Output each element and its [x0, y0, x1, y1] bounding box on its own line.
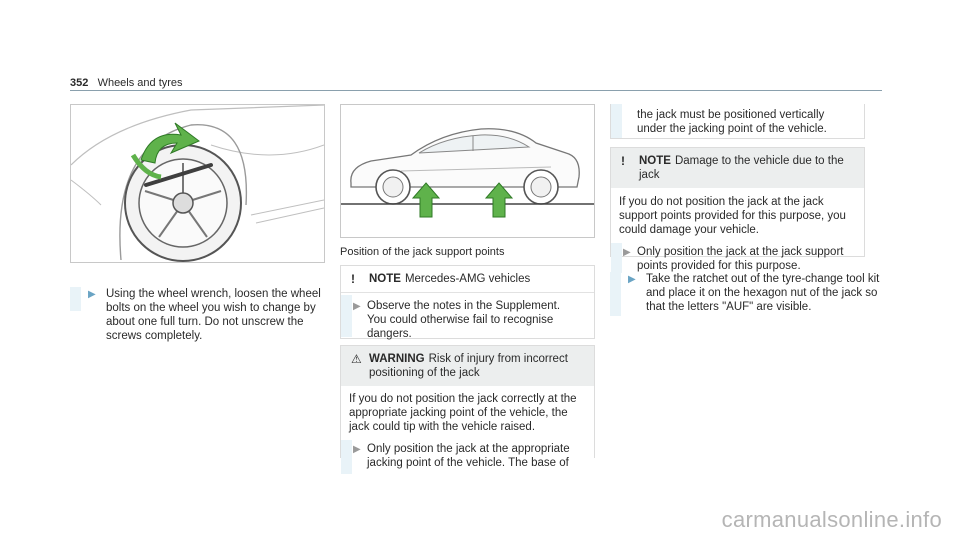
step-bar	[70, 287, 81, 311]
note-title: Damage to the vehicle due to the jack	[639, 155, 844, 181]
note-title: Mercedes-AMG vehicles	[404, 273, 531, 285]
section-title: Wheels and tyres	[97, 77, 183, 89]
step-marker-icon: ▶	[353, 301, 361, 312]
step-bar	[341, 440, 352, 474]
warning-icon: ⚠	[351, 352, 362, 366]
note-body: If you do not position the jack at the j…	[619, 196, 846, 236]
note-keyword: NOTE	[369, 273, 401, 285]
jack-points-illustration	[340, 104, 595, 238]
page-number: 352	[70, 77, 89, 89]
header-rule	[70, 90, 882, 91]
watermark: carmanualsonline.info	[721, 507, 942, 532]
figure-caption: Position of the jack support points	[340, 246, 505, 258]
continuation-text: the jack must be positioned vertically u…	[637, 109, 827, 135]
note-step: ▶ Observe the notes in the Supplement. Y…	[341, 295, 577, 341]
note-keyword: NOTE	[639, 155, 671, 167]
step-text: Only position the jack at the jack suppo…	[637, 246, 844, 272]
warning-step: ▶ Only position the jack at the appropri…	[341, 440, 579, 474]
step-text: Only position the jack at the appropriat…	[367, 443, 570, 469]
note-step: ▶ Only position the jack at the jack sup…	[611, 243, 849, 273]
wheel-wrench-illustration	[70, 104, 325, 263]
warning-continuation: the jack must be positioned vertically u…	[610, 104, 865, 139]
step-ratchet: ▶ Take the ratchet out of the tyre-chang…	[628, 272, 882, 314]
step-marker-icon: ▶	[88, 289, 96, 300]
warning-body: If you do not position the jack correctl…	[349, 393, 577, 433]
step-bar	[611, 104, 622, 138]
step-bar	[610, 272, 621, 316]
step-marker-icon: ▶	[353, 444, 361, 455]
step-text: Observe the notes in the Supplement. You…	[367, 300, 561, 340]
note-icon: !	[351, 272, 355, 286]
note-icon: !	[621, 154, 625, 168]
step-bar	[341, 295, 352, 337]
step-marker-icon: ▶	[623, 247, 631, 258]
warning-title: Risk of injury from incorrect positionin…	[369, 353, 568, 379]
page-header: 352 Wheels and tyres	[70, 76, 882, 90]
step-marker-icon: ▶	[628, 274, 636, 285]
step-text: Take the ratchet out of the tyre-change …	[646, 273, 880, 313]
step-bar	[611, 243, 622, 273]
step-text: Using the wheel wrench, loosen the wheel…	[106, 288, 321, 342]
warning-keyword: WARNING	[369, 353, 425, 365]
step-loosen-bolts: ▶ Using the wheel wrench, loosen the whe…	[88, 287, 338, 343]
